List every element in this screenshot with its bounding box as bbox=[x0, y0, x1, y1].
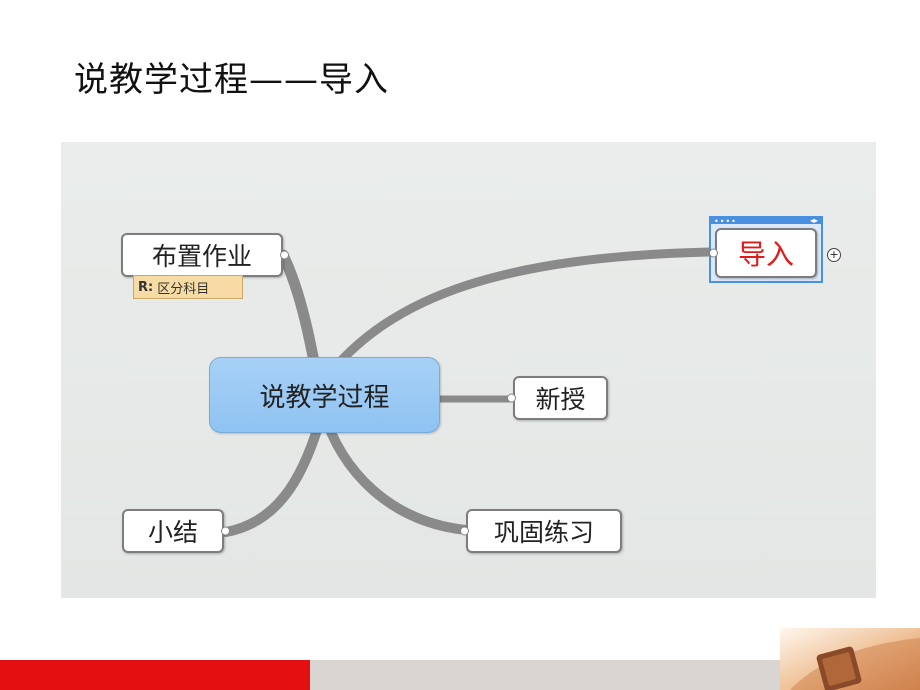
central-topic[interactable]: 说教学过程 bbox=[209, 357, 440, 433]
topic-practice[interactable]: 巩固练习 bbox=[460, 509, 622, 553]
note-tag[interactable]: R: 区分科目 bbox=[133, 275, 243, 299]
selection-handle-bar[interactable]: •••• ◂▸ bbox=[711, 216, 821, 226]
connector-dot bbox=[280, 250, 289, 260]
slide-title: 说教学过程——导入 bbox=[74, 60, 389, 100]
footer-red-bar bbox=[0, 660, 310, 690]
mindmap-canvas[interactable]: 说教学过程 布置作业 R: 区分科目 小结 新授 巩固练习 •••• ◂▸ 导入… bbox=[61, 142, 876, 598]
seal-decoration-image bbox=[780, 628, 920, 690]
topic-new-lesson-label: 新授 bbox=[535, 385, 586, 414]
footer-gray-bar bbox=[310, 660, 780, 690]
connector-dot bbox=[221, 526, 230, 536]
topic-practice-label: 巩固练习 bbox=[493, 518, 594, 547]
topic-intro[interactable]: 导入 bbox=[709, 228, 817, 278]
resize-arrows-icon: ◂▸ bbox=[809, 216, 818, 225]
topic-summary[interactable]: 小结 bbox=[122, 509, 230, 553]
topic-summary-label: 小结 bbox=[147, 518, 198, 547]
note-prefix: R: bbox=[138, 279, 154, 295]
connector-dot bbox=[460, 526, 469, 536]
connector-dot bbox=[507, 393, 516, 403]
topic-homework-label: 布置作业 bbox=[151, 242, 252, 271]
branch-intro bbox=[318, 247, 714, 387]
topic-new-lesson[interactable]: 新授 bbox=[507, 376, 608, 420]
topic-intro-label: 导入 bbox=[737, 238, 794, 271]
topic-homework[interactable]: 布置作业 bbox=[121, 233, 289, 277]
note-text: 区分科目 bbox=[157, 281, 210, 297]
expand-plus-icon[interactable]: + bbox=[827, 248, 841, 262]
drag-grip-icon: •••• bbox=[714, 217, 737, 226]
connector-dot bbox=[709, 248, 718, 258]
selection-frame[interactable]: •••• ◂▸ 导入 bbox=[709, 216, 823, 283]
